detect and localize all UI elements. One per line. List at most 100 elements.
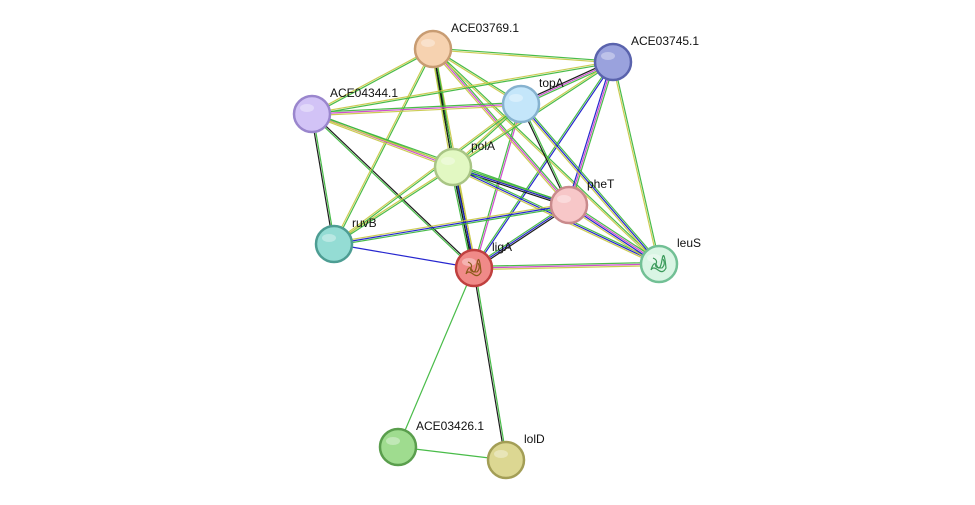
node-ACE03745.1[interactable]: ACE03745.1 — [593, 34, 699, 82]
edge-strand — [521, 102, 661, 264]
node-circle[interactable] — [378, 427, 418, 467]
node-leuS[interactable]: leuS — [639, 236, 701, 284]
edge-strand — [312, 113, 336, 244]
edge-ligA-leuS[interactable] — [473, 261, 660, 271]
edge-topA-leuS[interactable] — [519, 102, 661, 266]
edge-strand — [568, 61, 614, 206]
edge-ligA-ACE04344.1[interactable] — [311, 112, 475, 270]
node-highlight — [441, 157, 455, 165]
edge-strand — [332, 48, 433, 244]
node-circle[interactable] — [549, 185, 589, 225]
node-circle[interactable] — [639, 244, 679, 284]
node-polA[interactable]: polA — [433, 139, 495, 187]
edge-ACE03745.1-leuS[interactable] — [611, 61, 661, 265]
edge-ligA-ACE03426.1[interactable] — [397, 267, 475, 448]
edge-strand — [520, 103, 660, 265]
edge-ACE04344.1-ruvB[interactable] — [310, 113, 336, 245]
edge-strand — [472, 268, 506, 461]
edge-strand — [432, 49, 613, 64]
edge-strand — [473, 261, 659, 267]
node-highlight — [557, 195, 571, 203]
node-highlight — [421, 39, 435, 47]
node-circle[interactable] — [314, 224, 354, 264]
node-ligA[interactable]: ligA — [454, 240, 512, 288]
node-highlight — [386, 437, 400, 445]
edge-strand — [312, 62, 614, 116]
edge-strand — [613, 61, 661, 264]
edge-strand — [311, 103, 522, 115]
node-circle[interactable] — [501, 84, 541, 124]
edge-ACE03769.1-ruvB[interactable] — [332, 48, 435, 245]
node-ruvB[interactable]: ruvB — [314, 216, 377, 264]
protein-structure-icon — [650, 254, 667, 273]
edge-strand — [474, 265, 660, 271]
node-label: polA — [471, 139, 495, 153]
edge-strand — [333, 165, 453, 244]
node-circle[interactable] — [593, 42, 633, 82]
edge-strand — [333, 243, 475, 269]
edge-ACE03769.1-ACE04344.1[interactable] — [311, 47, 434, 116]
edge-strand — [310, 114, 334, 245]
node-ACE04344.1[interactable]: ACE04344.1 — [292, 86, 398, 134]
edge-polA-pheT[interactable] — [452, 164, 570, 208]
edge-strand — [474, 267, 508, 460]
node-topA[interactable]: topA — [501, 76, 564, 124]
edge-polA-ruvB[interactable] — [333, 165, 454, 246]
node-highlight — [601, 52, 615, 60]
edge-strand — [433, 47, 571, 205]
edge-strand — [312, 112, 475, 268]
node-ACE03769.1[interactable]: ACE03769.1 — [413, 21, 519, 69]
edge-ligA-ACE03745.1[interactable] — [472, 61, 615, 269]
node-label: ACE03769.1 — [451, 21, 519, 35]
edge-ACE03745.1-ACE04344.1[interactable] — [311, 60, 614, 116]
edge-strand — [334, 205, 570, 247]
node-label: ACE04344.1 — [330, 86, 398, 100]
protein-structure-icon — [465, 258, 482, 277]
node-label: leuS — [677, 236, 701, 250]
edge-topA-ruvB[interactable] — [333, 102, 522, 246]
node-label: topA — [539, 76, 564, 90]
edge-strand — [519, 104, 659, 266]
edge-strand — [333, 204, 570, 245]
edge-strand — [433, 47, 614, 62]
edge-strand — [397, 267, 475, 448]
edge-ACE03769.1-ACE03745.1[interactable] — [432, 47, 614, 64]
edge-strand — [611, 62, 659, 265]
edge-strand — [334, 49, 435, 245]
edge-strand — [566, 61, 613, 205]
node-label: ligA — [492, 240, 512, 254]
node-highlight — [494, 450, 508, 458]
node-circle[interactable] — [454, 248, 494, 288]
edge-ACE04344.1-topA[interactable] — [311, 101, 522, 117]
node-ACE03426.1[interactable]: ACE03426.1 — [378, 419, 484, 467]
edge-ligA-lolD[interactable] — [472, 267, 508, 461]
edge-strand — [312, 105, 522, 117]
node-highlight — [300, 104, 314, 112]
edge-strand — [311, 101, 521, 113]
edge-strand — [333, 202, 569, 244]
node-label: ACE03745.1 — [631, 34, 699, 48]
node-label: ACE03426.1 — [416, 419, 484, 433]
edge-strand — [311, 47, 433, 114]
node-circle[interactable] — [486, 440, 526, 480]
node-circle[interactable] — [292, 94, 332, 134]
edge-ACE03769.1-pheT[interactable] — [431, 47, 571, 207]
edge-strand — [452, 167, 569, 208]
edge-strand — [432, 48, 570, 206]
node-circle[interactable] — [413, 29, 453, 69]
node-circle[interactable] — [433, 147, 473, 187]
node-highlight — [322, 234, 336, 242]
edge-ACE03745.1-pheT[interactable] — [566, 61, 616, 206]
edge-strand — [473, 263, 660, 269]
node-lolD[interactable]: lolD — [486, 432, 545, 480]
node-highlight — [509, 94, 523, 102]
edge-strand — [333, 102, 521, 244]
edge-ligA-ruvB[interactable] — [333, 243, 475, 269]
edge-strand — [334, 104, 522, 246]
node-pheT[interactable]: pheT — [549, 177, 615, 225]
edge-pheT-ruvB[interactable] — [333, 202, 570, 247]
edge-strand — [311, 114, 474, 270]
